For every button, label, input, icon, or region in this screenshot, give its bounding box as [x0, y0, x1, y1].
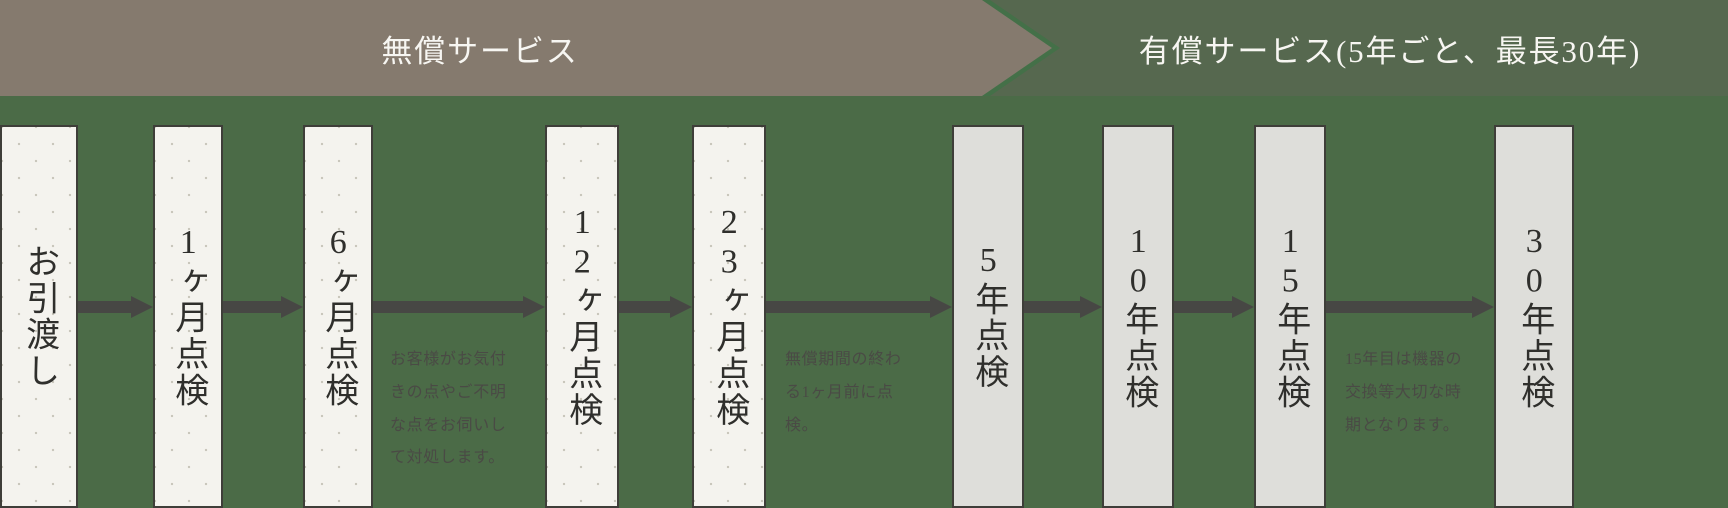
arrow-shaft — [766, 301, 932, 313]
arrow-head — [930, 296, 952, 318]
inspection-milestone-label: 6ヶ月点検 — [319, 224, 357, 409]
arrow-head — [523, 296, 545, 318]
timeline-annotation-text: お客様がお気付きの点やご不明な点をお伺いして対処します。 — [390, 351, 507, 467]
inspection-milestone-card: 12ヶ月点検 — [545, 125, 619, 508]
timeline-arrow-icon — [1024, 296, 1102, 318]
timeline-arrow-icon — [373, 296, 545, 318]
inspection-milestone-label: 10年点検 — [1119, 222, 1157, 411]
inspection-timeline: お引渡し 1ヶ月点検 6ヶ月点検 12ヶ月点検 23ヶ月点検 5年点検 10年点検 15年点検… — [0, 96, 1728, 508]
inspection-milestone-label: 12ヶ月点検 — [563, 204, 601, 429]
inspection-milestone-card: お引渡し — [0, 125, 78, 508]
inspection-milestone-card: 1ヶ月点検 — [153, 125, 223, 508]
inspection-milestone-card: 5年点検 — [952, 125, 1024, 508]
arrow-shaft — [1024, 301, 1082, 313]
arrow-head — [1232, 296, 1254, 318]
timeline-annotation-text: 15年目は機器の交換等大切な時期となります。 — [1345, 351, 1463, 434]
arrow-head — [1080, 296, 1102, 318]
timeline-arrow-icon — [223, 296, 303, 318]
paid-service-banner-label: 有償サービス(5年ごと、最長30年) — [1138, 33, 1642, 69]
inspection-milestone-card: 23ヶ月点検 — [692, 125, 766, 508]
arrow-head — [1472, 296, 1494, 318]
inspection-milestone-card: 6ヶ月点検 — [303, 125, 373, 508]
free-service-banner-label: 無償サービス — [381, 33, 579, 69]
arrow-head — [670, 296, 692, 318]
arrow-shaft — [223, 301, 283, 313]
arrow-shaft — [1326, 301, 1474, 313]
timeline-arrow-icon — [1174, 296, 1254, 318]
free-service-banner-background — [0, 0, 1052, 96]
timeline-arrow-icon — [619, 296, 692, 318]
inspection-milestone-label: 30年点検 — [1515, 222, 1553, 411]
inspection-milestone-label: 15年点検 — [1271, 222, 1309, 411]
arrow-shaft — [78, 301, 133, 313]
inspection-milestone-card: 15年点検 — [1254, 125, 1326, 508]
inspection-milestone-label: 23ヶ月点検 — [710, 204, 748, 429]
arrow-head — [131, 296, 153, 318]
inspection-milestone-card: 30年点検 — [1494, 125, 1574, 508]
arrow-shaft — [1174, 301, 1234, 313]
inspection-milestone-card: 10年点検 — [1102, 125, 1174, 508]
arrow-head — [281, 296, 303, 318]
timeline-arrow-icon — [78, 296, 153, 318]
timeline-arrow-icon — [766, 296, 952, 318]
inspection-milestone-label: 5年点検 — [969, 242, 1007, 391]
timeline-annotation-text: 無償期間の終わる1ヶ月前に点検。 — [785, 351, 902, 434]
inspection-milestone-label: お引渡し — [20, 243, 58, 390]
arrow-shaft — [373, 301, 525, 313]
inspection-milestone-label: 1ヶ月点検 — [169, 224, 207, 409]
timeline-arrow-icon — [1326, 296, 1494, 318]
service-phase-banner: 無償サービス 有償サービス(5年ごと、最長30年) — [0, 0, 1728, 96]
arrow-shaft — [619, 301, 672, 313]
